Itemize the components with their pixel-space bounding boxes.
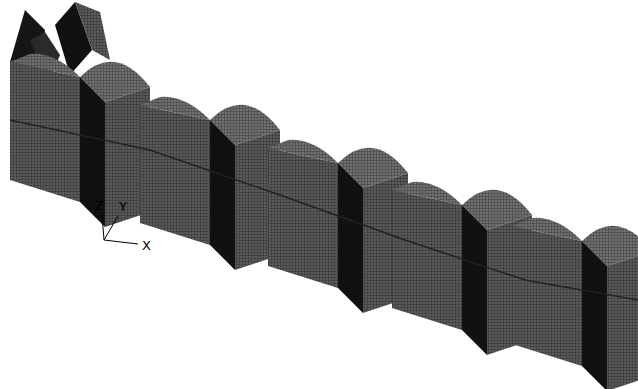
fin: [75, 2, 110, 60]
panel-unit: [140, 97, 280, 270]
axis-label: X: [142, 239, 151, 252]
axis-triad: [102, 215, 138, 244]
panel-unit: [392, 182, 532, 355]
panel-unit: [268, 140, 408, 313]
panel-unit: [512, 218, 638, 389]
axis-label: Z: [95, 199, 104, 212]
panel-unit: [10, 54, 150, 227]
axis-label: Y: [119, 200, 127, 213]
